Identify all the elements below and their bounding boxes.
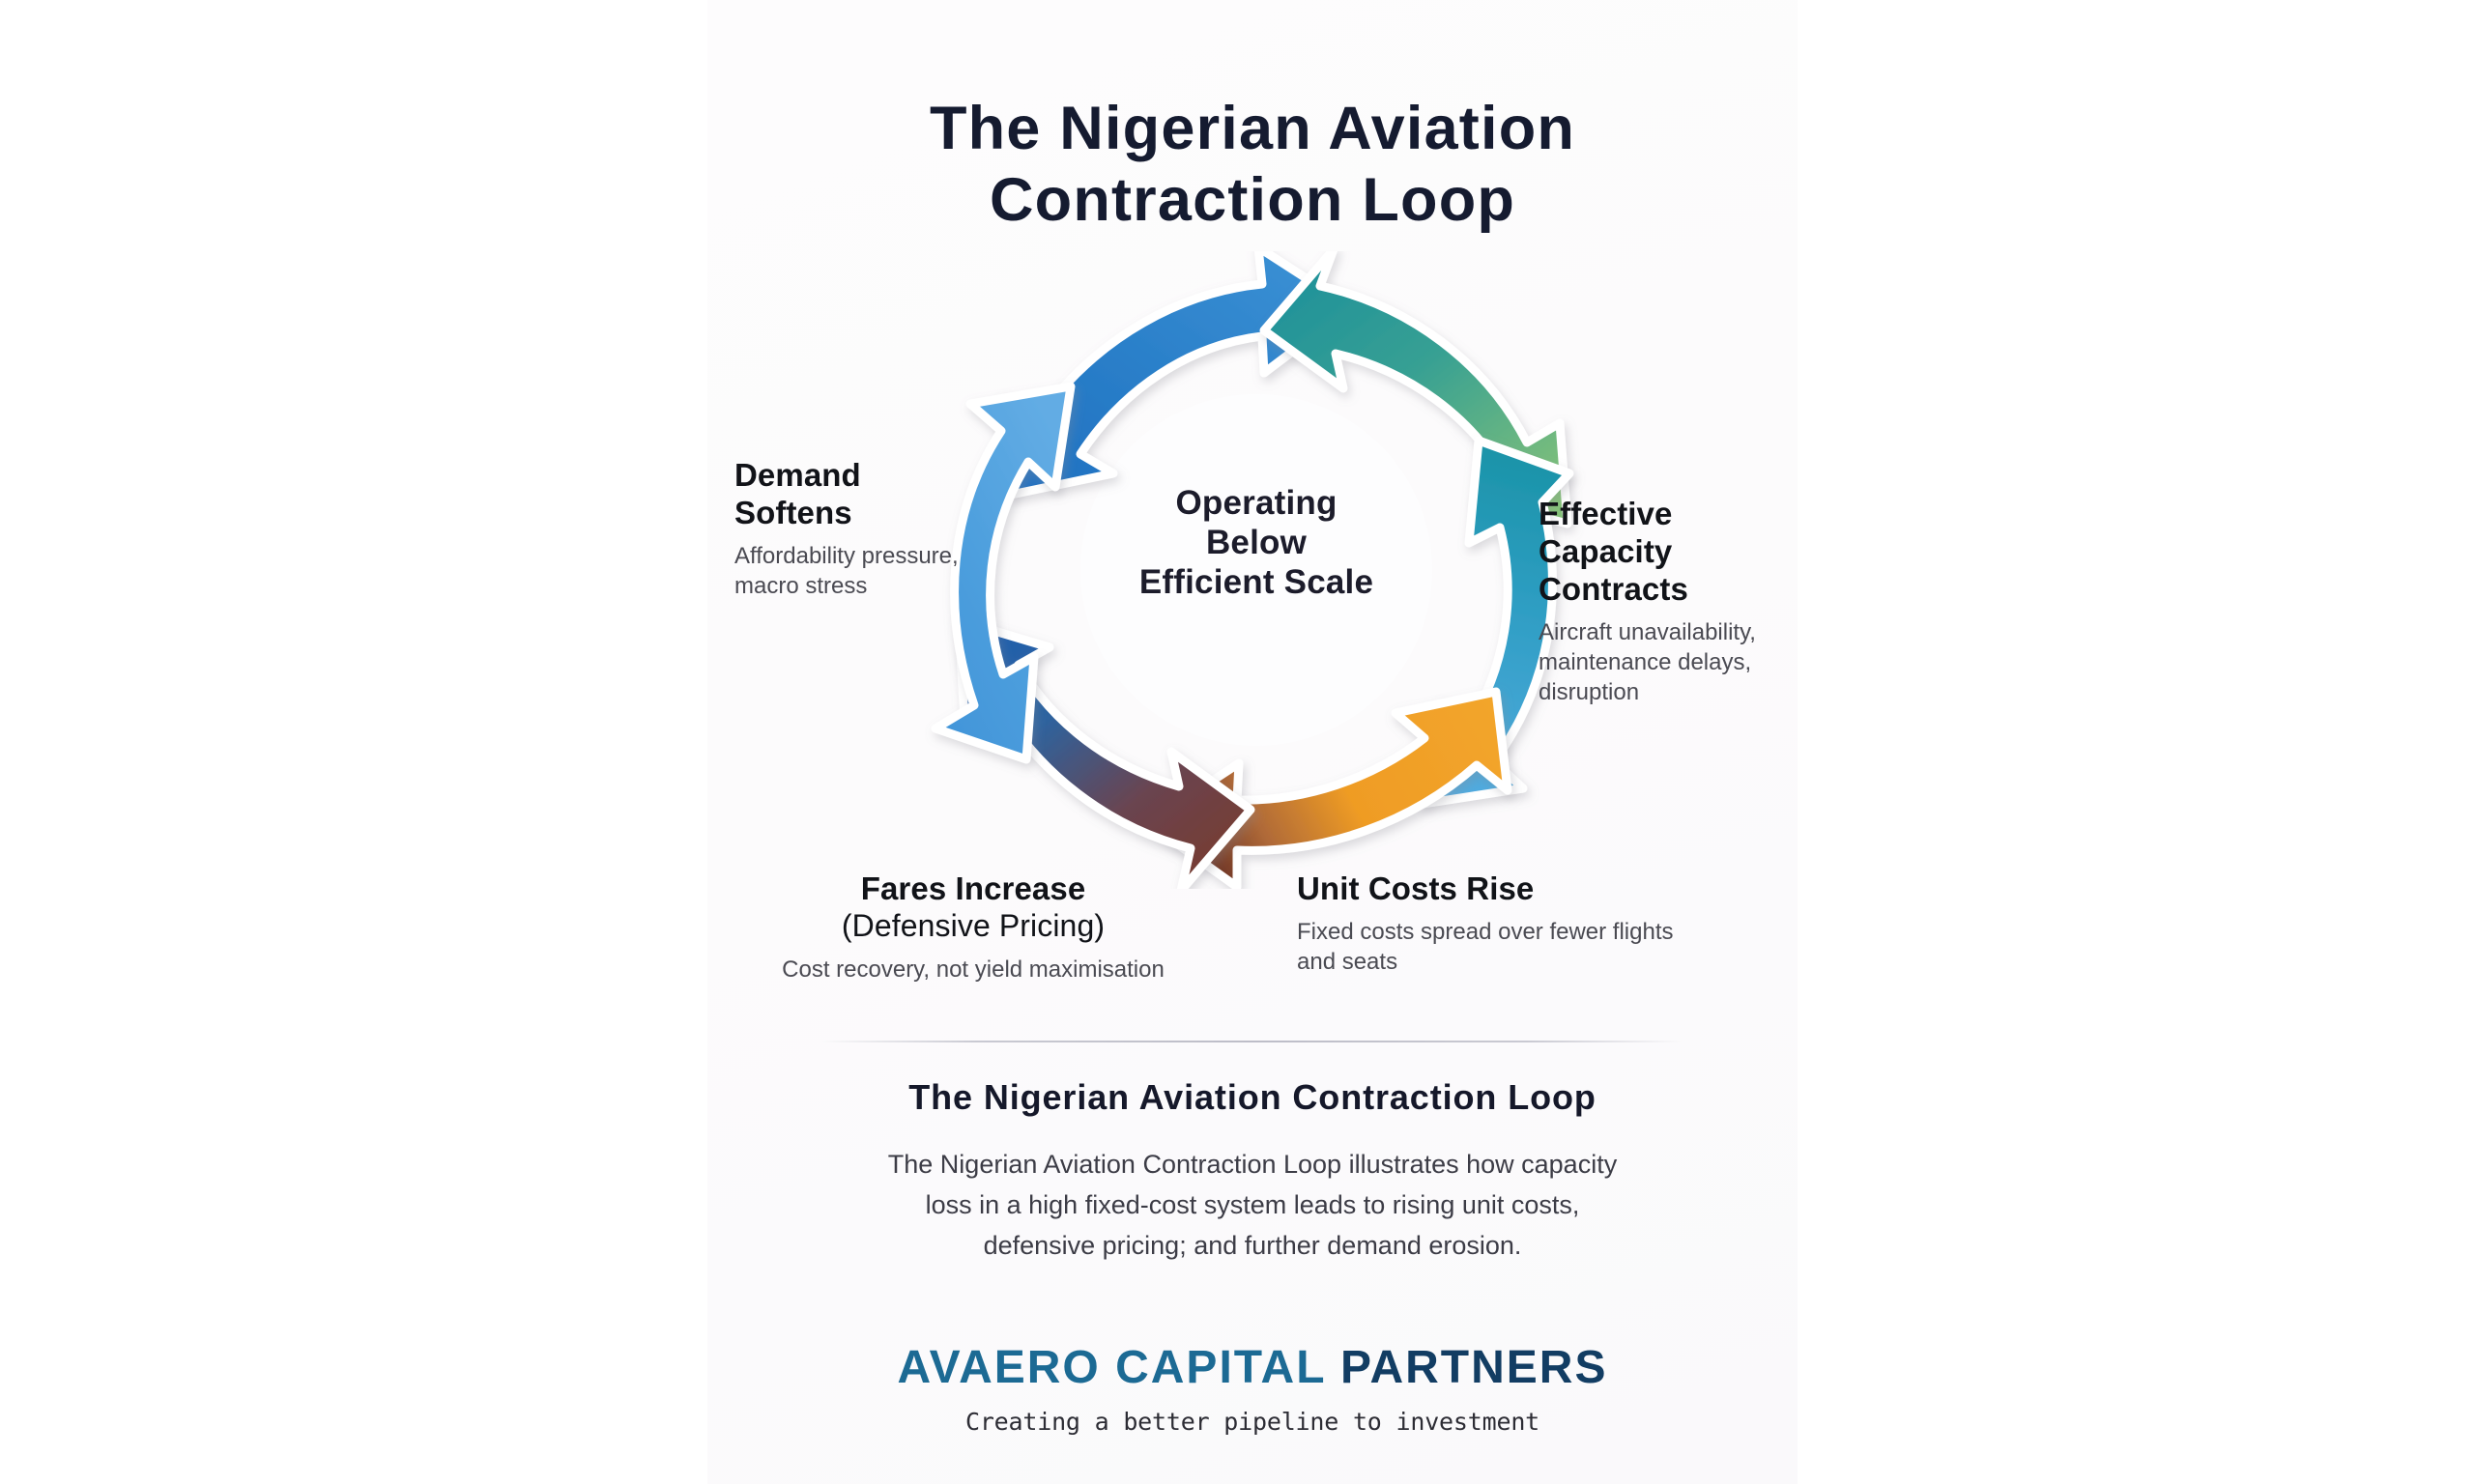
- node-fares-increase-subtitle: Cost recovery, not yield maximisation: [782, 956, 1165, 983]
- node-effective-capacity-contracts: Effective Capacity Contracts Aircraft un…: [1539, 495, 1798, 707]
- node-unit-costs-rise: Unit Costs Rise Fixed costs spread over …: [1297, 870, 1703, 977]
- footer-desc-line-1: The Nigerian Aviation Contraction Loop i…: [887, 1150, 1618, 1179]
- node-fares-increase-title-1: Fares Increase: [860, 870, 1086, 906]
- node-effective-capacity-title-2: Capacity: [1539, 533, 1673, 569]
- cycle-center-disc: [1080, 394, 1432, 746]
- footer-description: The Nigerian Aviation Contraction Loop i…: [707, 1144, 1798, 1266]
- node-effective-capacity-title-1: Effective: [1539, 496, 1673, 531]
- brand-block: AVAERO CAPITAL PARTNERS Creating a bette…: [707, 1341, 1798, 1438]
- node-demand-softens-subtitle: Affordability pressure, macro stress: [734, 543, 959, 599]
- brand-name-part-2: PARTNERS: [1340, 1342, 1608, 1393]
- arrow-bottom-unit-costs-to-fares: [1143, 687, 1512, 889]
- node-unit-costs-rise-subtitle: Fixed costs spread over fewer flights an…: [1297, 919, 1674, 975]
- footer-heading: The Nigerian Aviation Contraction Loop: [908, 1077, 1597, 1117]
- brand-tagline: Creating a better pipeline to investment: [964, 1408, 1540, 1436]
- brand-name: AVAERO CAPITAL PARTNERS: [707, 1341, 1798, 1395]
- footer-section: The Nigerian Aviation Contraction Loop T…: [707, 1076, 1798, 1266]
- node-demand-softens-title-1: Demand: [734, 457, 861, 493]
- arrow-top-demand-to-capacity: [998, 251, 1356, 499]
- arrow-left-demand: [931, 382, 1076, 764]
- node-fares-increase-title-2: (Defensive Pricing): [841, 908, 1106, 943]
- footer-desc-line-2: loss in a high fixed-cost system leads t…: [925, 1190, 1580, 1219]
- node-fares-increase: Fares Increase (Defensive Pricing) Cost …: [765, 870, 1181, 985]
- footer-desc-line-3: defensive pricing; and further demand er…: [983, 1231, 1522, 1260]
- title-line-2: Contraction Loop: [989, 166, 1516, 234]
- cycle-diagram: Operating Below Efficient Scale: [918, 251, 1595, 889]
- section-divider: [821, 1041, 1682, 1042]
- node-effective-capacity-title-3: Contracts: [1539, 571, 1688, 607]
- node-unit-costs-rise-title: Unit Costs Rise: [1297, 870, 1535, 906]
- node-demand-softens-title-2: Softens: [734, 495, 852, 530]
- node-demand-softens: Demand Softens Affordability pressure, m…: [734, 456, 976, 601]
- poster-card: The Nigerian Aviation Contraction Loop: [707, 0, 1798, 1484]
- title-line-1: The Nigerian Aviation: [929, 95, 1576, 162]
- page-title: The Nigerian Aviation Contraction Loop: [707, 93, 1798, 236]
- brand-name-part-1: AVAERO CAPITAL: [897, 1342, 1340, 1393]
- node-effective-capacity-subtitle: Aircraft unavailability, maintenance del…: [1539, 619, 1756, 705]
